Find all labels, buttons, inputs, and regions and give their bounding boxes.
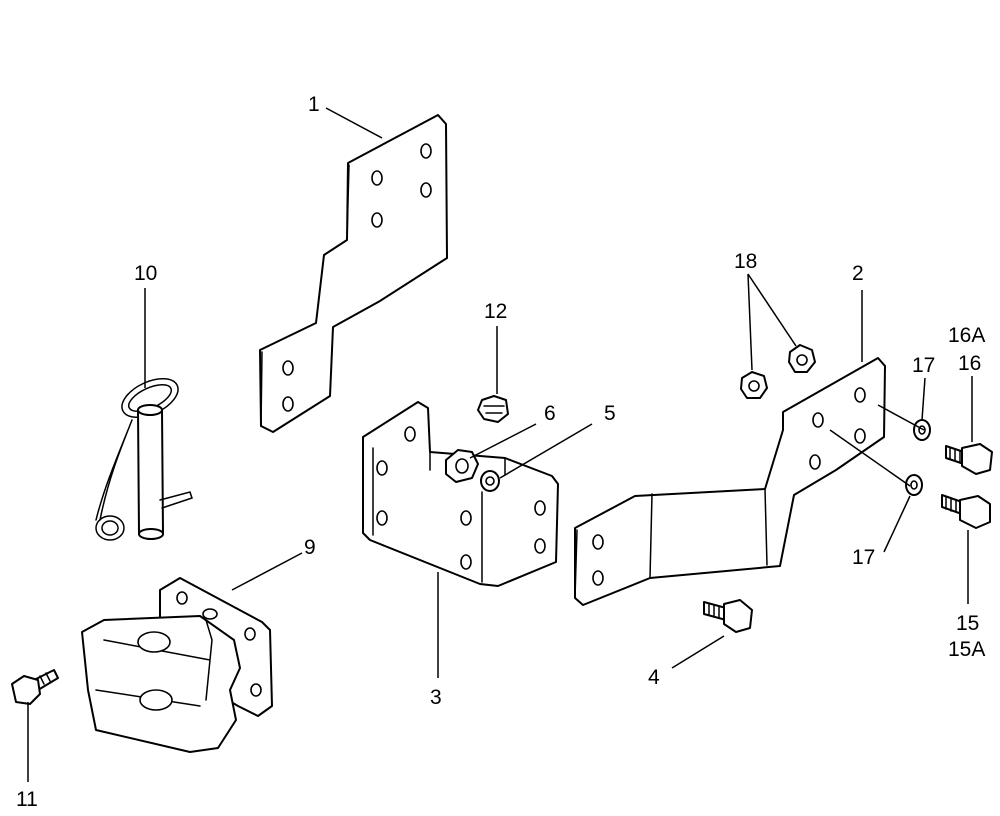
callout-9: 9 [304, 536, 316, 559]
part-1-bracket [259, 114, 448, 433]
callout-1: 1 [308, 93, 320, 116]
part-16-bolt [945, 443, 993, 475]
part-6-nut [445, 449, 479, 483]
part-4-bolt [703, 599, 753, 633]
callout-16a: 16A [948, 324, 985, 347]
part-17-washer-top [913, 419, 931, 441]
part-15-bolt [941, 494, 991, 529]
callout-17-bottom: 17 [852, 546, 875, 569]
part-11-screw [11, 669, 59, 705]
callout-12: 12 [484, 300, 507, 323]
part-18-nut-b [788, 344, 816, 373]
part-18-nut-a [740, 371, 768, 399]
callout-18: 18 [734, 250, 757, 273]
leader-lines [27, 107, 973, 782]
callout-11: 11 [16, 788, 38, 811]
part-9-hitch [81, 577, 273, 753]
callout-16: 16 [958, 352, 981, 375]
part-2-bracket [574, 357, 886, 606]
callout-3: 3 [430, 686, 442, 709]
callout-15a: 15A [948, 638, 985, 661]
callout-2: 2 [852, 262, 864, 285]
callout-6: 6 [544, 402, 556, 425]
callout-15: 15 [956, 612, 979, 635]
callout-5: 5 [604, 402, 616, 425]
callout-4: 4 [648, 666, 660, 689]
part-12-nut [477, 395, 509, 423]
callout-17-top: 17 [912, 354, 935, 377]
part-17-washer-bottom [905, 474, 923, 496]
callout-10: 10 [134, 262, 157, 285]
part-10-pin [95, 377, 193, 541]
part-3-channel [362, 401, 559, 587]
part-5-washer [480, 470, 500, 492]
